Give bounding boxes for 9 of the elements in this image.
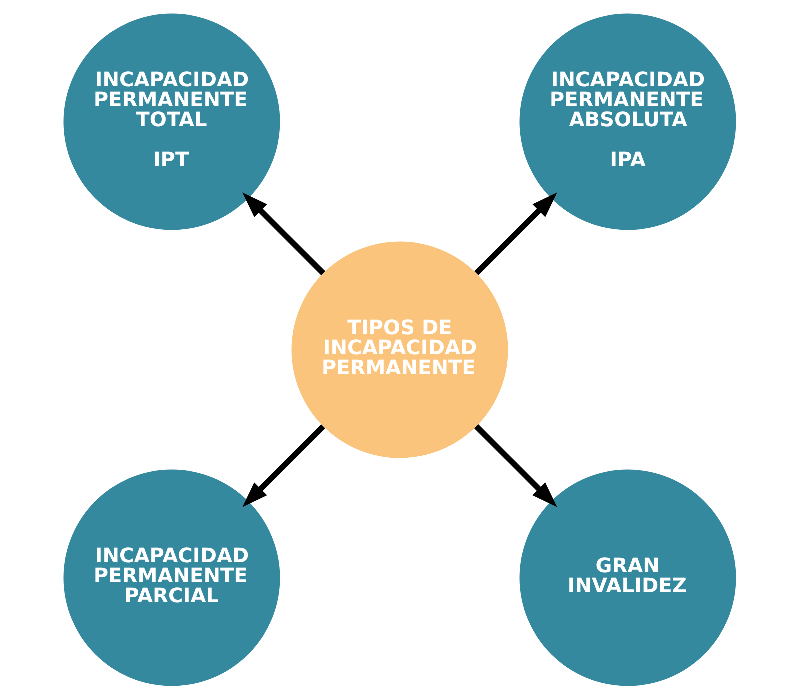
node-circle: INCAPACIDAD PERMANENTE PARCIAL [64,470,280,686]
node-circle: INCAPACIDAD PERMANENTE ABSOLUTA IPA [520,14,736,230]
arrow [242,424,326,508]
node-circle: TIPOS DE INCAPACIDAD PERMANENTE [292,242,508,458]
node-circle: GRAN INVALIDEZ [520,470,736,686]
arrow [474,424,558,508]
arrow [474,192,558,276]
node-circle: INCAPACIDAD PERMANENTE TOTAL IPT [64,14,280,230]
arrow [242,192,326,276]
